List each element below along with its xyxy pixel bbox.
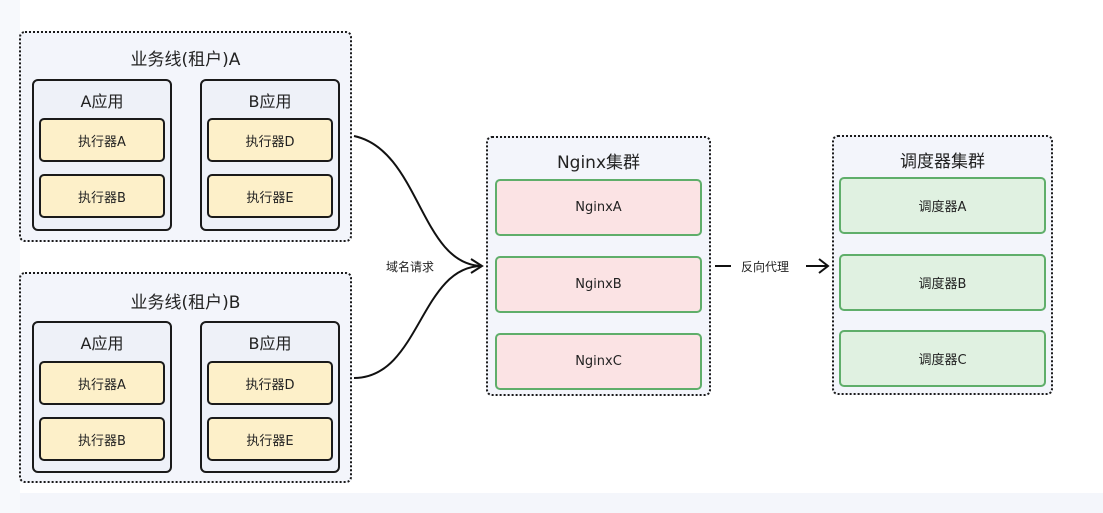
executor-node: 执行器A bbox=[39, 118, 165, 162]
executor-node: 执行器B bbox=[39, 174, 165, 218]
tenant-a-app-b: B应用 执行器D 执行器E bbox=[200, 79, 340, 231]
nginx-node: NginxC bbox=[495, 333, 702, 390]
background-band bbox=[0, 493, 1103, 513]
scheduler-node: 调度器C bbox=[839, 330, 1046, 387]
scheduler-node: 调度器A bbox=[839, 177, 1046, 234]
tenant-a-group: 业务线(租户)A A应用 执行器A 执行器B B应用 执行器D 执行器E bbox=[19, 31, 352, 242]
edge-label-reverse-proxy: 反向代理 bbox=[739, 258, 792, 275]
arrowhead-nginx bbox=[470, 258, 484, 274]
app-title: B应用 bbox=[248, 92, 292, 111]
arrowhead-scheduler bbox=[818, 258, 830, 274]
edge-tenant-a-to-nginx bbox=[353, 135, 483, 267]
edge-tenant-b-to-nginx bbox=[353, 265, 483, 379]
scheduler-cluster-title: 调度器集群 bbox=[900, 152, 985, 172]
background-band-left bbox=[0, 0, 20, 513]
executor-node: 执行器B bbox=[39, 417, 165, 461]
nginx-node: NginxB bbox=[495, 256, 702, 313]
nginx-node: NginxA bbox=[495, 179, 702, 236]
app-title: B应用 bbox=[248, 334, 292, 353]
executor-node: 执行器E bbox=[207, 174, 333, 218]
scheduler-cluster-group: 调度器集群 调度器A 调度器B 调度器C bbox=[832, 135, 1053, 395]
tenant-b-group: 业务线(租户)B A应用 执行器A 执行器B B应用 执行器D 执行器E bbox=[19, 272, 352, 483]
edge-label-domain-request: 域名请求 bbox=[384, 258, 437, 275]
app-title: A应用 bbox=[80, 92, 124, 111]
scheduler-node: 调度器B bbox=[839, 254, 1046, 311]
tenant-a-app-a: A应用 执行器A 执行器B bbox=[32, 79, 172, 231]
tenant-b-app-a: A应用 执行器A 执行器B bbox=[32, 321, 172, 473]
tenant-b-app-b: B应用 执行器D 执行器E bbox=[200, 321, 340, 473]
executor-node: 执行器D bbox=[207, 118, 333, 162]
executor-node: 执行器A bbox=[39, 361, 165, 405]
nginx-cluster-group: Nginx集群 NginxA NginxB NginxC bbox=[486, 136, 711, 396]
tenant-a-title: 业务线(租户)A bbox=[130, 50, 241, 70]
app-title: A应用 bbox=[80, 334, 124, 353]
executor-node: 执行器D bbox=[207, 361, 333, 405]
executor-node: 执行器E bbox=[207, 417, 333, 461]
tenant-b-title: 业务线(租户)B bbox=[130, 293, 241, 313]
nginx-cluster-title: Nginx集群 bbox=[556, 153, 641, 173]
